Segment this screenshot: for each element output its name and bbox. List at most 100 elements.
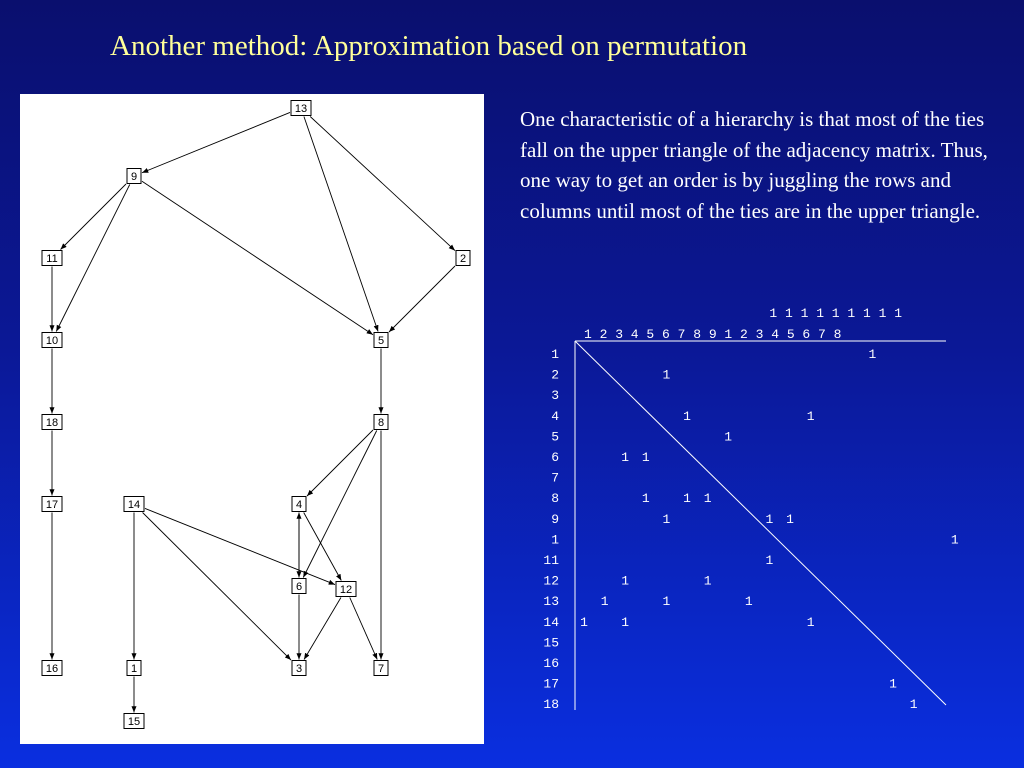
graph-edge-2-5: [388, 265, 456, 333]
matrix-cell: 1: [868, 347, 876, 362]
graph-node-6: 6: [291, 578, 307, 594]
matrix-cell: 1: [807, 615, 815, 630]
graph-node-label: 2: [460, 253, 466, 265]
graph-node-label: 4: [296, 499, 302, 511]
matrix-cell: 1: [724, 429, 732, 444]
slide-title: Another method: Approximation based on p…: [110, 30, 748, 62]
matrix-cell: 1: [889, 677, 897, 692]
graph-edge-12-7: [349, 597, 378, 660]
matrix-cell: 1: [621, 574, 629, 589]
graph-edge-12-3: [303, 597, 342, 660]
graph-node-label: 18: [46, 417, 58, 429]
matrix-cell: 1: [951, 532, 959, 547]
matrix-cell: 1: [662, 512, 670, 527]
matrix-row-label: 7: [551, 471, 559, 486]
graph-node-8: 8: [373, 414, 389, 430]
matrix-cell: 1: [765, 553, 773, 568]
graph-node-label: 5: [378, 335, 384, 347]
matrix-row-label: 6: [551, 450, 559, 465]
graph-edge-13-9: [141, 112, 291, 174]
slide-description: One characteristic of a hierarchy is tha…: [520, 107, 988, 223]
matrix-cell: 1: [704, 491, 712, 506]
matrix-row-label: 17: [543, 677, 559, 692]
graph-edge-8-6: [302, 430, 378, 578]
graph-node-18: 18: [41, 414, 63, 430]
matrix-row-label: 16: [543, 656, 559, 671]
graph-node-5: 5: [373, 332, 389, 348]
matrix-cell: 1: [662, 594, 670, 609]
graph-edge-8-4: [306, 429, 374, 497]
matrix-cell: 1: [621, 615, 629, 630]
matrix-cell: 1: [580, 615, 588, 630]
matrix-row-label: 2: [551, 368, 559, 383]
matrix-cell: 1: [683, 409, 691, 424]
matrix-cell: 1: [642, 450, 650, 465]
graph-node-label: 14: [128, 499, 140, 511]
graph-node-label: 7: [378, 663, 384, 675]
matrix-row-label: 13: [543, 594, 559, 609]
graph-node-15: 15: [123, 713, 145, 729]
graph-node-label: 8: [378, 417, 384, 429]
graph-node-4: 4: [291, 496, 307, 512]
matrix-row-label: 1: [551, 347, 559, 362]
matrix-col-header-units: 1 2 3 4 5 6 7 8 9 1 2 3 4 5 6 7 8: [584, 327, 841, 342]
matrix-cell: 1: [765, 512, 773, 527]
matrix-cell: 1: [683, 491, 691, 506]
matrix-cell: 1: [786, 512, 794, 527]
graph-node-label: 1: [131, 663, 137, 675]
matrix-cell: 1: [621, 450, 629, 465]
matrix-row-label: 12: [543, 574, 559, 589]
matrix-cell: 1: [807, 409, 815, 424]
graph-node-7: 7: [373, 660, 389, 676]
graph-node-17: 17: [41, 496, 63, 512]
matrix-row-label: 5: [551, 429, 559, 444]
graph-node-14: 14: [123, 496, 145, 512]
matrix-cell: 1: [745, 594, 753, 609]
matrix-diagonal: [574, 340, 947, 706]
graph-node-label: 17: [46, 499, 58, 511]
graph-node-13: 13: [290, 100, 312, 116]
matrix-row-label: 8: [551, 491, 559, 506]
graph-edge-14-3: [142, 512, 292, 661]
matrix-cell: 1: [910, 697, 918, 712]
graph-node-9: 9: [126, 168, 142, 184]
graph-node-label: 6: [296, 581, 302, 593]
graph-node-label: 11: [46, 253, 57, 265]
graph-edge-13-2: [309, 116, 456, 251]
matrix-cell: 1: [642, 491, 650, 506]
adjacency-matrix: 1 1 1 1 1 1 1 1 11 2 3 4 5 6 7 8 9 1 2 3…: [543, 306, 959, 712]
graph-node-label: 10: [46, 335, 58, 347]
graph-node-label: 3: [296, 663, 302, 675]
graph-node-label: 13: [295, 103, 307, 115]
matrix-row-label: 4: [551, 409, 559, 424]
graph-node-12: 12: [335, 581, 357, 597]
graph-node-2: 2: [455, 250, 471, 266]
graph-node-3: 3: [291, 660, 307, 676]
matrix-row-label: 11: [543, 553, 559, 568]
graph-edge-9-5: [141, 180, 374, 336]
graph-node-11: 11: [41, 250, 63, 266]
graph-edge-4-12: [303, 512, 342, 581]
matrix-row-label: 14: [543, 615, 559, 630]
graph-edge-9-11: [60, 183, 127, 250]
matrix-cell: 1: [601, 594, 609, 609]
matrix-row-label: 9: [551, 512, 559, 527]
graph-node-label: 12: [340, 584, 352, 596]
matrix-row-label: 1: [551, 532, 559, 547]
graph-node-10: 10: [41, 332, 63, 348]
matrix-row-label: 18: [543, 697, 559, 712]
graph-node-1: 1: [126, 660, 142, 676]
matrix-col-header-tens: 1 1 1 1 1 1 1 1 1: [769, 306, 902, 321]
graph-node-label: 15: [128, 716, 140, 728]
graph-edge-9-10: [55, 184, 131, 332]
matrix-row-label: 3: [551, 388, 559, 403]
graph-edge-14-12: [144, 507, 336, 586]
matrix-cell: 1: [704, 574, 712, 589]
graph-node-label: 9: [131, 171, 137, 183]
matrix-row-label: 15: [543, 635, 559, 650]
matrix-cell: 1: [662, 368, 670, 383]
graph-edge-13-5: [303, 116, 379, 332]
